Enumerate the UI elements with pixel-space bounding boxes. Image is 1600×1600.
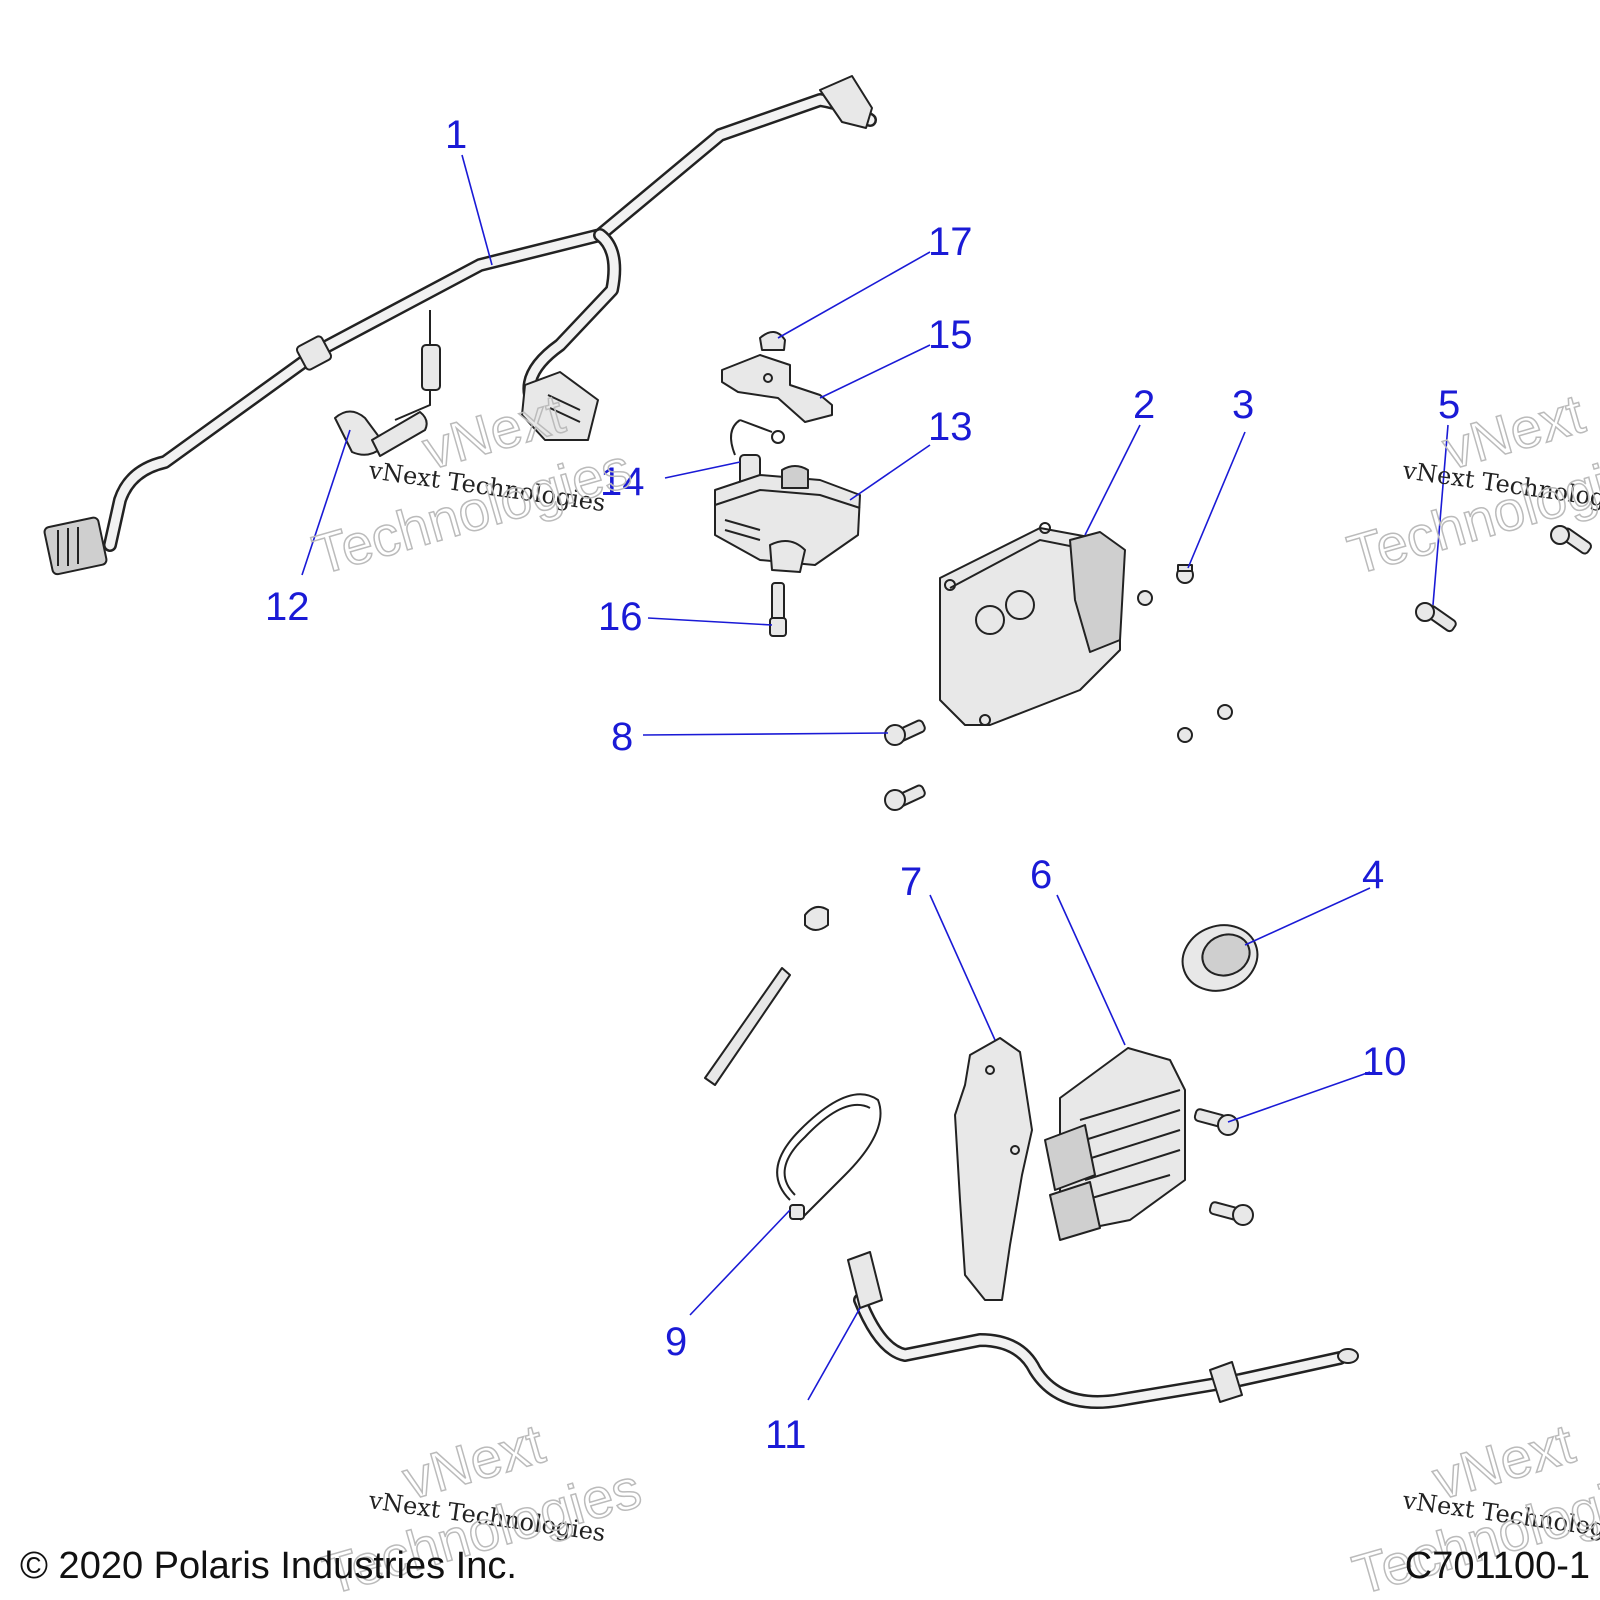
footer: © 2020 Polaris Industries Inc. C701100-1 bbox=[20, 1545, 1590, 1587]
copyright-text: © 2020 Polaris Industries Inc. bbox=[20, 1545, 517, 1587]
callout-5: 5 bbox=[1438, 383, 1460, 427]
regulator-rectifier bbox=[1044, 1047, 1186, 1241]
ignition-coil bbox=[714, 465, 861, 573]
callout-7: 7 bbox=[900, 860, 922, 904]
bolt-5 bbox=[1415, 602, 1457, 633]
callout-6: 6 bbox=[1030, 853, 1052, 897]
callout-labels: 1 2 3 4 5 6 7 8 9 10 11 12 13 14 15 16 1… bbox=[265, 113, 1460, 1457]
callout-10: 10 bbox=[1362, 1040, 1407, 1084]
callout-11: 11 bbox=[765, 1413, 807, 1457]
figure-id: C701100-1 bbox=[1405, 1545, 1590, 1587]
bolt-8b bbox=[884, 784, 926, 811]
screw bbox=[1217, 704, 1233, 720]
callout-3: 3 bbox=[1232, 383, 1254, 427]
nut bbox=[804, 905, 829, 931]
callout-14: 14 bbox=[600, 460, 645, 504]
callout-13: 13 bbox=[928, 405, 973, 449]
callout-12: 12 bbox=[265, 585, 310, 629]
ground-lead bbox=[847, 1251, 1359, 1409]
watermarks: vNext Technologies vNext Technologies vN… bbox=[305, 381, 1600, 1600]
callout-2: 2 bbox=[1133, 383, 1155, 427]
screw bbox=[1137, 590, 1153, 606]
bolt-5-far bbox=[1550, 525, 1592, 555]
fasteners bbox=[804, 525, 1592, 1226]
screw-3 bbox=[1176, 564, 1194, 584]
callout-9: 9 bbox=[665, 1320, 687, 1364]
heat-shield bbox=[954, 1037, 1033, 1301]
bolt-10b bbox=[1208, 1201, 1254, 1226]
wire-harness bbox=[43, 75, 877, 576]
cable-tie bbox=[704, 967, 882, 1221]
callout-15: 15 bbox=[928, 313, 973, 357]
coil-bolt bbox=[769, 582, 787, 637]
bolt-8 bbox=[884, 719, 926, 746]
screw bbox=[1177, 727, 1193, 743]
ignition-bracket bbox=[721, 331, 833, 423]
bolt-10 bbox=[1193, 1108, 1239, 1136]
callout-17: 17 bbox=[928, 220, 973, 264]
callout-8: 8 bbox=[611, 715, 633, 759]
grommet bbox=[1181, 924, 1259, 992]
callout-1: 1 bbox=[445, 113, 467, 157]
ecu bbox=[939, 522, 1126, 726]
callout-4: 4 bbox=[1362, 853, 1384, 897]
leader-lines bbox=[301, 154, 1449, 1401]
callout-16: 16 bbox=[598, 595, 643, 639]
